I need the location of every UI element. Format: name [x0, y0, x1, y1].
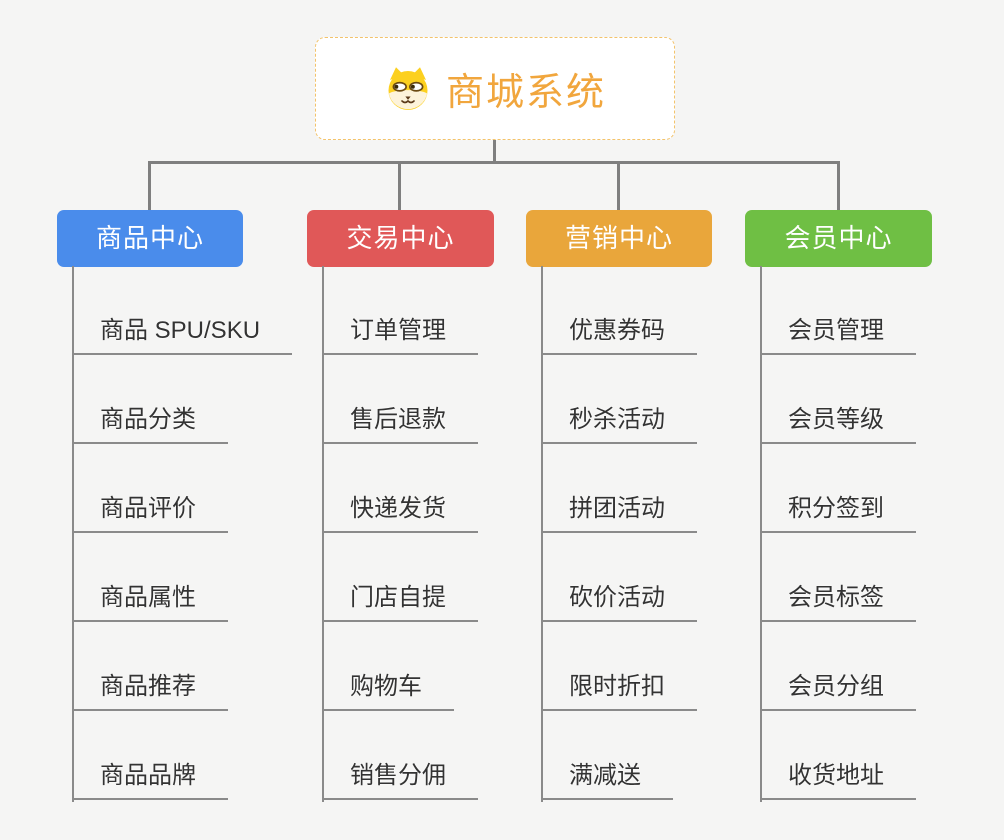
branch-items-member-center: 会员管理 会员等级 积分签到 会员标签 会员分组 收货地址 [760, 266, 916, 800]
leaf-node[interactable]: 商品推荐 [72, 622, 228, 711]
leaf-node[interactable]: 秒杀活动 [541, 355, 697, 444]
connector-branch-stub [837, 161, 840, 210]
connector-branch-stub [398, 161, 401, 210]
leaf-node[interactable]: 售后退款 [322, 355, 478, 444]
leaf-node[interactable]: 快递发货 [322, 444, 478, 533]
leaf-node[interactable]: 收货地址 [760, 711, 916, 800]
leaf-node[interactable]: 商品品牌 [72, 711, 228, 800]
branch-items-marketing-center: 优惠券码 秒杀活动 拼团活动 砍价活动 限时折扣 满减送 [541, 266, 697, 800]
leaf-node[interactable]: 拼团活动 [541, 444, 697, 533]
leaf-node[interactable]: 会员分组 [760, 622, 916, 711]
leaf-node[interactable]: 满减送 [541, 711, 673, 800]
trunk-line [541, 266, 543, 802]
root-node[interactable]: 商城系统 [315, 37, 675, 140]
leaf-node[interactable]: 会员标签 [760, 533, 916, 622]
leaf-node[interactable]: 商品 SPU/SKU [72, 266, 293, 355]
branch-node-product-center[interactable]: 商品中心 [57, 210, 243, 267]
connector-branch-stub [148, 161, 151, 210]
trunk-line [72, 266, 74, 802]
branch-node-marketing-center[interactable]: 营销中心 [526, 210, 712, 267]
leaf-node[interactable]: 商品分类 [72, 355, 228, 444]
branch-node-trade-center[interactable]: 交易中心 [307, 210, 494, 267]
leaf-node[interactable]: 优惠券码 [541, 266, 697, 355]
leaf-node[interactable]: 商品评价 [72, 444, 228, 533]
branch-node-member-center[interactable]: 会员中心 [745, 210, 932, 267]
trunk-line [322, 266, 324, 802]
branch-items-trade-center: 订单管理 售后退款 快递发货 门店自提 购物车 销售分佣 [322, 266, 478, 800]
leaf-node[interactable]: 砍价活动 [541, 533, 697, 622]
leaf-node[interactable]: 订单管理 [322, 266, 478, 355]
dog-face-icon [384, 65, 432, 113]
branch-items-product-center: 商品 SPU/SKU 商品分类 商品评价 商品属性 商品推荐 商品品牌 [72, 266, 293, 800]
leaf-node[interactable]: 门店自提 [322, 533, 478, 622]
leaf-node[interactable]: 销售分佣 [322, 711, 478, 800]
leaf-node[interactable]: 会员管理 [760, 266, 916, 355]
leaf-node[interactable]: 限时折扣 [541, 622, 697, 711]
root-title: 商城系统 [445, 72, 606, 114]
connector-root-stub [493, 140, 496, 163]
trunk-line [760, 266, 762, 802]
leaf-node[interactable]: 积分签到 [760, 444, 916, 533]
leaf-node[interactable]: 购物车 [322, 622, 454, 711]
connector-branch-stub [617, 161, 620, 210]
leaf-node[interactable]: 会员等级 [760, 355, 916, 444]
connector-horizontal [148, 161, 840, 164]
leaf-node[interactable]: 商品属性 [72, 533, 228, 622]
